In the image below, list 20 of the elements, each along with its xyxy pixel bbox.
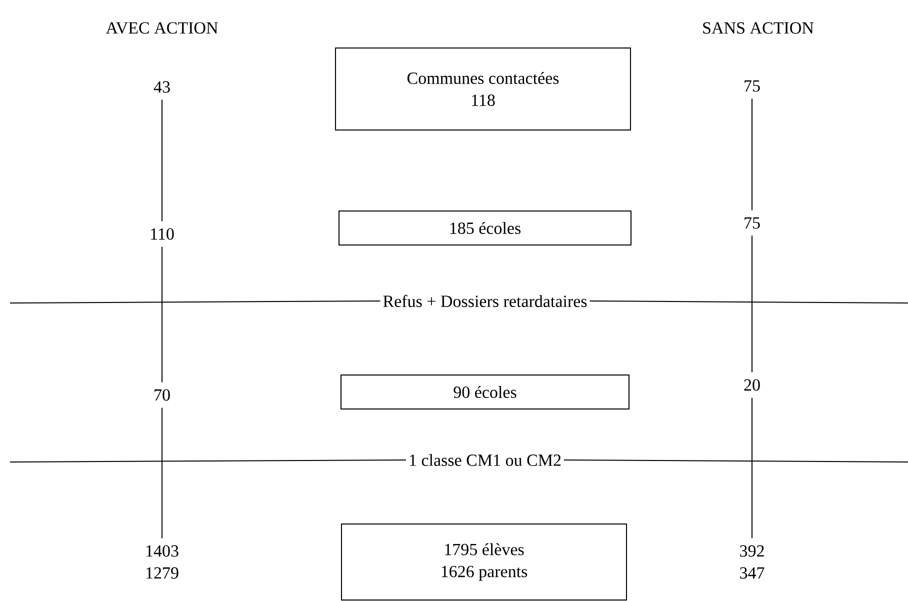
- column-heading: AVEC ACTION: [106, 22, 218, 34]
- cross-line: [10, 300, 381, 304]
- cross-line: [10, 460, 406, 462]
- count-label: 75: [744, 80, 760, 92]
- process-box: 185 écoles: [338, 210, 632, 246]
- count-label: 20: [744, 379, 760, 391]
- count-label: 392 347: [740, 545, 764, 579]
- count-label: 75: [744, 217, 760, 229]
- process-box: 1795 élèves 1626 parents: [341, 524, 627, 600]
- count-label: 43: [154, 81, 170, 93]
- count-label: 1403 1279: [146, 545, 178, 579]
- count-label: 70: [154, 389, 170, 401]
- stage-label: Refus + Dossiers retardataires: [380, 292, 590, 310]
- process-box: Communes contactées 118: [335, 48, 631, 130]
- process-box: 90 écoles: [340, 374, 630, 410]
- count-label: 110: [151, 228, 174, 240]
- cross-line: [564, 460, 908, 462]
- stage-label: 1 classe CM1 ou CM2: [406, 452, 564, 468]
- column-heading: SANS ACTION: [703, 22, 814, 34]
- cross-line: [589, 300, 908, 304]
